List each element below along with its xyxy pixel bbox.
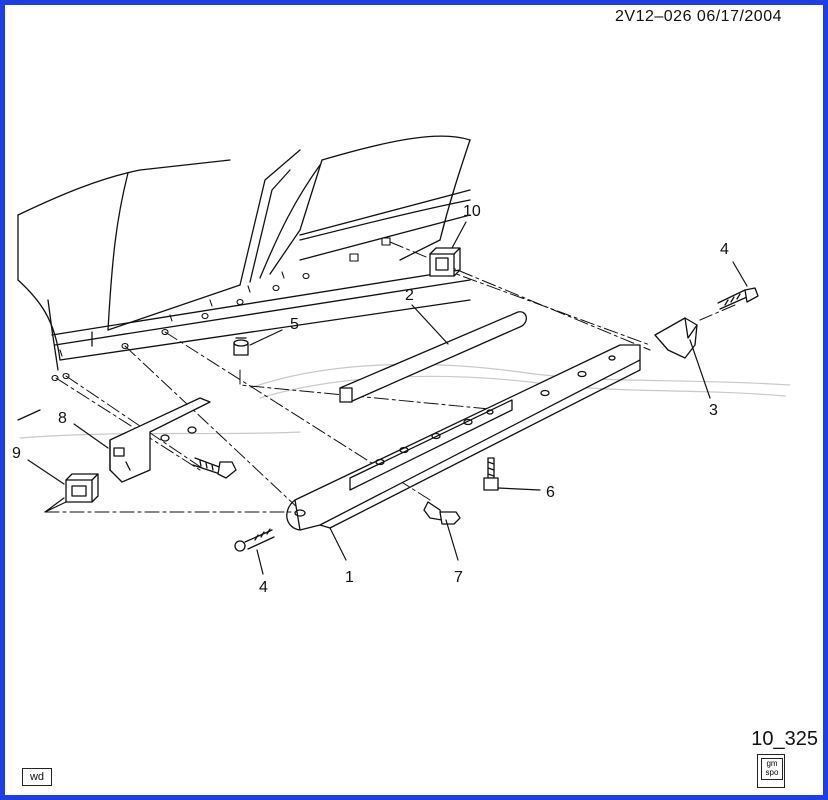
callout-leaders: [27, 221, 748, 575]
callout-5: 5: [290, 316, 299, 333]
callout-2: 2: [405, 287, 414, 304]
assembly-leader-lines: [44, 241, 736, 513]
part-6-retainer: [483, 457, 499, 491]
gm-spo-logo: gm spo: [757, 754, 785, 788]
callout-6: 6: [546, 484, 555, 501]
part-4-screw-right: [717, 287, 759, 310]
part-2-reinforcement-tube: [339, 311, 528, 403]
part-10-nut: [429, 247, 461, 277]
logo-line-1: gm: [766, 759, 778, 768]
callout-9: 9: [12, 445, 21, 462]
figure-id: 10_325: [751, 728, 818, 750]
callout-7: 7: [454, 569, 463, 586]
body-mounting-holes: [51, 237, 391, 382]
watermark-swoosh: [19, 363, 791, 439]
part-7-push-pin: [423, 501, 461, 525]
part-8-bracket: [109, 397, 211, 483]
callout-10: 10: [463, 203, 481, 220]
part-8-bolt: [192, 457, 237, 479]
callout-3: 3: [709, 402, 718, 419]
part-9-nut: [65, 473, 99, 503]
callout-4-right: 4: [720, 241, 729, 258]
wd-badge: wd: [22, 768, 52, 786]
callout-1: 1: [345, 569, 354, 586]
callout-8: 8: [58, 410, 67, 427]
callout-labels: 1 2 3 4 4 5 6 7 8 9 10: [12, 203, 729, 596]
logo-line-2: spo: [765, 768, 779, 777]
vehicle-body-outline: [17, 135, 471, 421]
part-4-screw-left: [234, 528, 275, 552]
callout-4-left: 4: [259, 579, 268, 596]
diagram-header-code: 2V12–026 06/17/2004: [615, 8, 782, 25]
part-1-rocker-molding: [286, 344, 641, 531]
gm-spo-logo-mark: gm spo: [761, 758, 783, 780]
part-5-clip: [233, 337, 249, 356]
part-3-end-bracket: [654, 317, 698, 359]
